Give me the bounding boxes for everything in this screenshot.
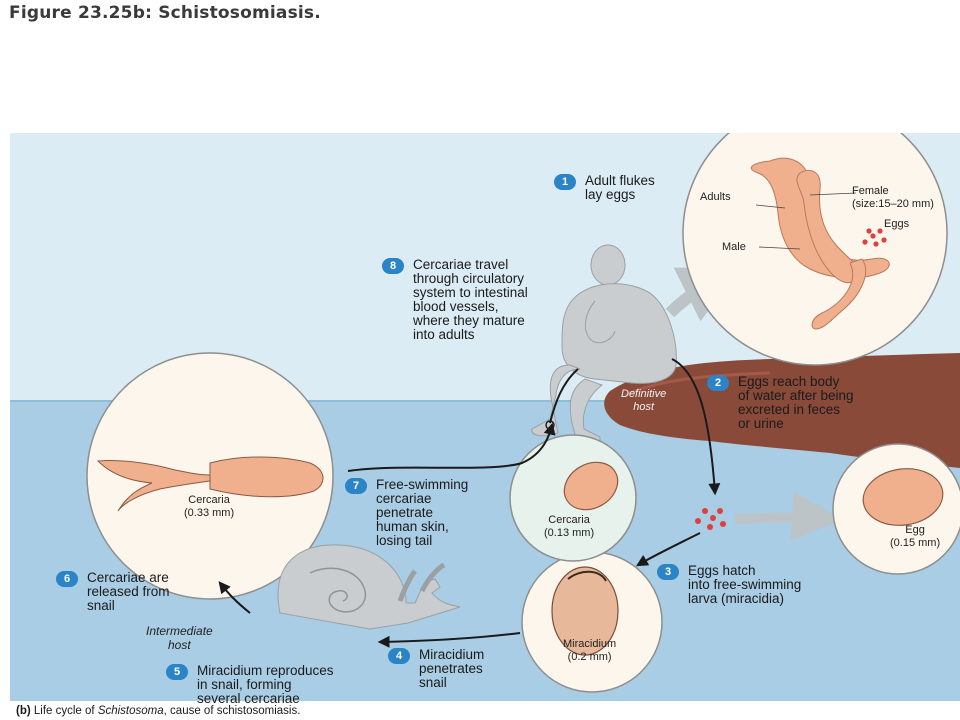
- step-text: Miracidium penetrates snail: [419, 647, 485, 690]
- step-5: 5 Miracidium reproduces in snail, formin…: [166, 664, 334, 706]
- step-number-badge: 2: [707, 375, 729, 391]
- label-adults: Adults: [700, 191, 731, 203]
- snail-intermediate-host: [277, 544, 461, 630]
- eggs-in-water: [695, 508, 726, 530]
- step-2: 2 Eggs reach body of water after being e…: [707, 375, 854, 431]
- figure-title: Figure 23.25b: Schistosomiasis.: [9, 3, 321, 23]
- step-number-badge: 8: [382, 258, 404, 274]
- life-cycle-diagram: 1 Adult flukes lay eggs 2 Eggs reach bod…: [10, 133, 960, 720]
- step-1: 1 Adult flukes lay eggs: [554, 174, 655, 202]
- caption-genus: Schistosoma: [97, 705, 164, 717]
- label-cercaria-large: Cercaria (0.33 mm): [184, 494, 235, 519]
- diagram-artwork: [10, 133, 960, 720]
- label-eggs: Eggs: [884, 218, 910, 230]
- caption-text-1: Life cycle of: [30, 705, 98, 717]
- step-6: 6 Cercariae are released from snail: [56, 571, 170, 613]
- step-4: 4 Miracidium penetrates snail: [388, 648, 484, 690]
- label-egg: Egg (0.15 mm): [890, 524, 941, 549]
- figure-caption: (b) Life cycle of Schistosoma, cause of …: [16, 705, 300, 717]
- step-number-badge: 3: [657, 564, 679, 580]
- step-number-badge: 4: [388, 648, 410, 664]
- caption-text-2: , cause of schistosomiasis.: [163, 705, 301, 717]
- step-text: Cercariae travel through circulatory sys…: [413, 257, 528, 342]
- step-number-badge: 7: [345, 478, 367, 494]
- label-female: Female (size:15–20 mm): [852, 185, 934, 210]
- eggs-in-inset: [862, 228, 887, 247]
- caption-prefix: (b): [16, 705, 31, 717]
- cercaria-drawing: [96, 456, 324, 512]
- step-number-badge: 5: [166, 664, 188, 680]
- label-cercaria-small: Cercaria (0.13 mm): [544, 514, 595, 539]
- step-8: 8 Cercariae travel through circulatory s…: [382, 258, 528, 342]
- step-text: Eggs reach body of water after being exc…: [738, 374, 854, 431]
- step-3: 3 Eggs hatch into free-swimming larva (m…: [657, 564, 801, 606]
- label-miracidium: Miracidium (0.2 mm): [563, 638, 617, 663]
- step-text: Cercariae are released from snail: [87, 570, 170, 613]
- step-number-badge: 1: [554, 174, 576, 190]
- step-text: Free-swimming cercariae penetrate human …: [376, 477, 469, 548]
- label-definitive-host: Definitive host: [621, 388, 667, 413]
- step-text: Adult flukes lay eggs: [585, 173, 655, 202]
- label-male: Male: [722, 241, 746, 253]
- step-text: Miracidium reproduces in snail, forming …: [197, 663, 334, 706]
- label-intermediate-host: Intermediate host: [146, 624, 213, 652]
- human-definitive-host: [531, 244, 677, 444]
- step-7: 7 Free-swimming cercariae penetrate huma…: [345, 478, 468, 548]
- step-text: Eggs hatch into free-swimming larva (mir…: [688, 563, 802, 606]
- step-number-badge: 6: [56, 571, 78, 587]
- adult-flukes: [750, 157, 890, 330]
